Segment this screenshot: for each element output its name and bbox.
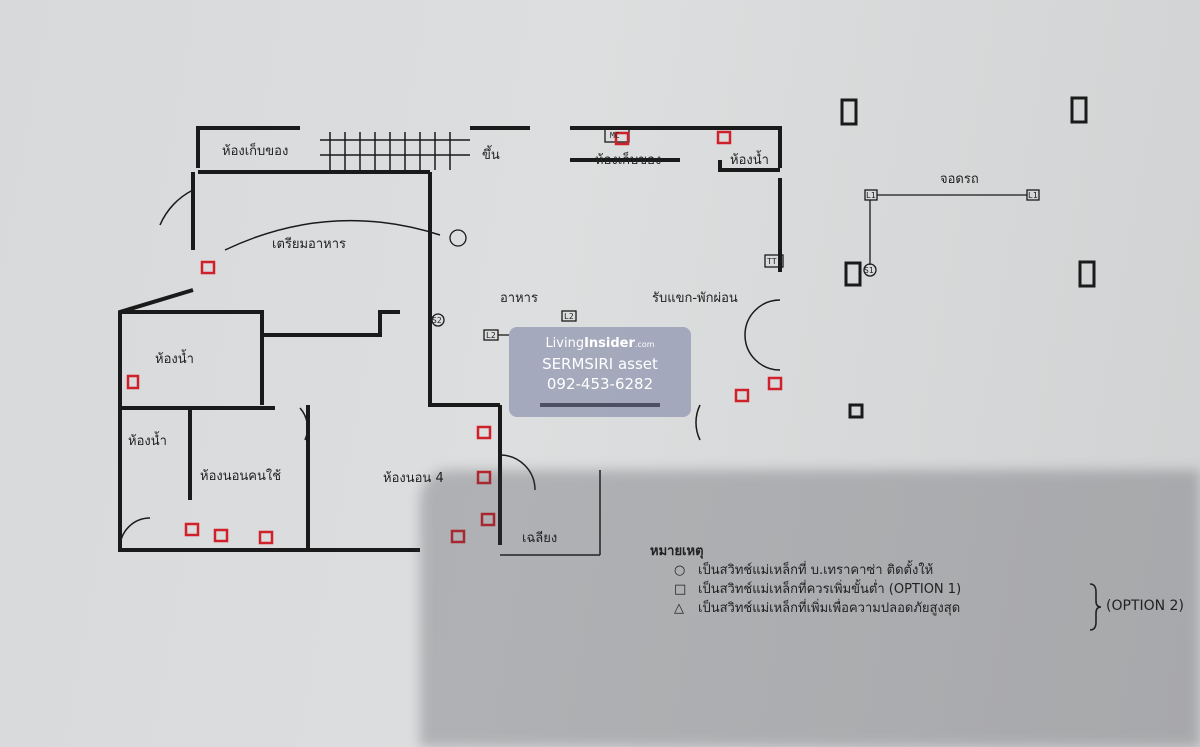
brand-suffix: .com: [634, 340, 655, 349]
fixtures: [431, 127, 1040, 341]
mc-label: MC: [610, 131, 620, 140]
legend-item: ○ เป็นสวิทช์แม่เหล็กที่ บ.เทราคาซ่า ติดตั…: [650, 561, 961, 580]
l2-label-b: L2: [564, 312, 574, 321]
legend-text: เป็นสวิทช์แม่เหล็กที่เพิ่มเพื่อความปลอดภ…: [698, 601, 961, 616]
watermark: LivingInsider.com SERMSIRI asset 092-453…: [509, 327, 691, 417]
room-bath-low: ห้องน้ำ: [128, 434, 167, 449]
room-terrace: เฉลียง: [522, 531, 558, 546]
brace-icon: [1089, 583, 1102, 631]
s2-label: S2: [432, 316, 442, 325]
parking-posts: [840, 96, 1096, 419]
legend-item: △ เป็นสวิทช์แม่เหล็กที่เพิ่มเพื่อความปลอด…: [650, 599, 961, 618]
legend-text: เป็นสวิทช์แม่เหล็กที่ควรเพิ่มขั้นต่ำ (OP…: [698, 582, 962, 597]
option2-label: (OPTION 2): [1106, 598, 1184, 614]
legend-item: □ เป็นสวิทช์แม่เหล็กที่ควรเพิ่มขั้นต่ำ (O…: [650, 580, 961, 599]
triangle-icon: △: [674, 601, 684, 616]
square-icon: □: [674, 582, 687, 597]
legend-text: เป็นสวิทช์แม่เหล็กที่ บ.เทราคาซ่า ติดตั้…: [698, 563, 934, 578]
l1-label-b: L1: [1028, 191, 1038, 200]
stairs-and-doors: [119, 132, 781, 556]
l1-label-a: L1: [866, 191, 876, 200]
legend: หมายเหตุ ○ เป็นสวิทช์แม่เหล็กที่ บ.เทราคา…: [650, 542, 961, 618]
room-prep: เตรียมอาหาร: [272, 237, 347, 252]
watermark-phone: 092-453-6282: [546, 375, 654, 393]
brand-bold: Insider: [584, 336, 635, 351]
walls: [118, 126, 782, 552]
tt-label: TT: [767, 257, 777, 266]
photo-shadow: [420, 470, 1200, 747]
room-maid: ห้องนอนคนใช้: [200, 469, 282, 484]
s1-label: S1: [864, 266, 874, 275]
l2-label-a: L2: [486, 331, 496, 340]
room-bedroom4: ห้องนอน 4: [383, 471, 444, 486]
circle-icon: ○: [674, 563, 686, 578]
room-bath-top: ห้องน้ำ: [730, 153, 769, 168]
brand-light: Living: [545, 336, 585, 351]
room-storage-right: ห้องเก็บของ: [595, 153, 662, 168]
watermark-name: SERMSIRI asset: [542, 355, 658, 373]
room-living: รับแขก-พักผ่อน: [652, 291, 738, 306]
red-sensor-markers: [126, 130, 783, 545]
room-storage-left: ห้องเก็บของ: [222, 144, 289, 159]
room-parking: จอดรถ: [940, 172, 979, 187]
legend-title: หมายเหตุ: [650, 544, 704, 559]
watermark-brand: LivingInsider.com: [509, 336, 691, 351]
room-bath-mid: ห้องน้ำ: [155, 352, 194, 367]
stairs-up-label: ขึ้น: [482, 148, 500, 163]
room-dining: อาหาร: [500, 291, 538, 306]
